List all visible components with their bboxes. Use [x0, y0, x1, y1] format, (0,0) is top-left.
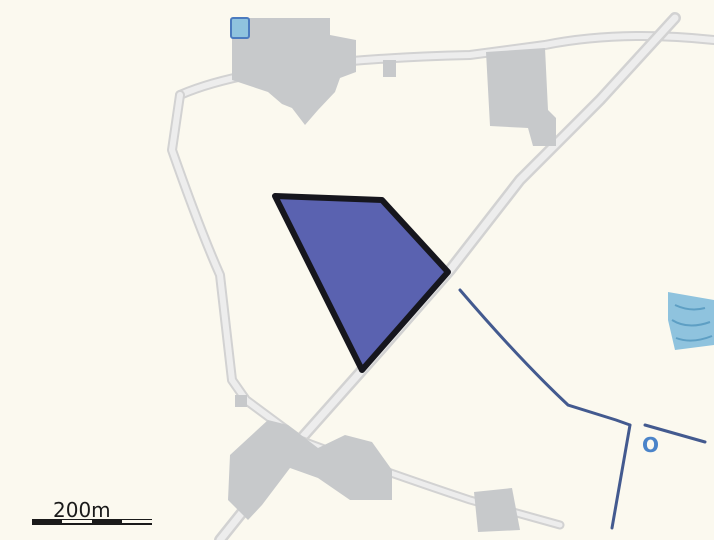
waterway-layer [458, 288, 707, 530]
wetland-east-texture [671, 304, 713, 342]
selected-parcel-polygon[interactable] [272, 193, 451, 373]
scale-bar-segment [122, 520, 152, 523]
building-layer [228, 18, 556, 532]
building-small-west[interactable] [235, 395, 247, 407]
scale-bar: 200m [32, 498, 152, 525]
building-north-cluster[interactable] [232, 18, 356, 125]
building-small-north[interactable] [383, 60, 396, 77]
water-layer [230, 17, 714, 350]
building-north-east[interactable] [486, 48, 556, 146]
road-west-fill [169, 92, 303, 443]
building-south-east[interactable] [474, 488, 520, 532]
waterway-south-branch[interactable] [610, 423, 632, 530]
pond-north[interactable] [230, 17, 250, 39]
scale-bar-label: 200m [53, 498, 111, 522]
scale-bar-segment [62, 520, 92, 523]
waterway-main[interactable] [458, 288, 632, 427]
building-south-west-cluster[interactable] [228, 420, 392, 520]
water-label: O [642, 433, 659, 457]
waterway-east-branch[interactable] [643, 423, 707, 444]
